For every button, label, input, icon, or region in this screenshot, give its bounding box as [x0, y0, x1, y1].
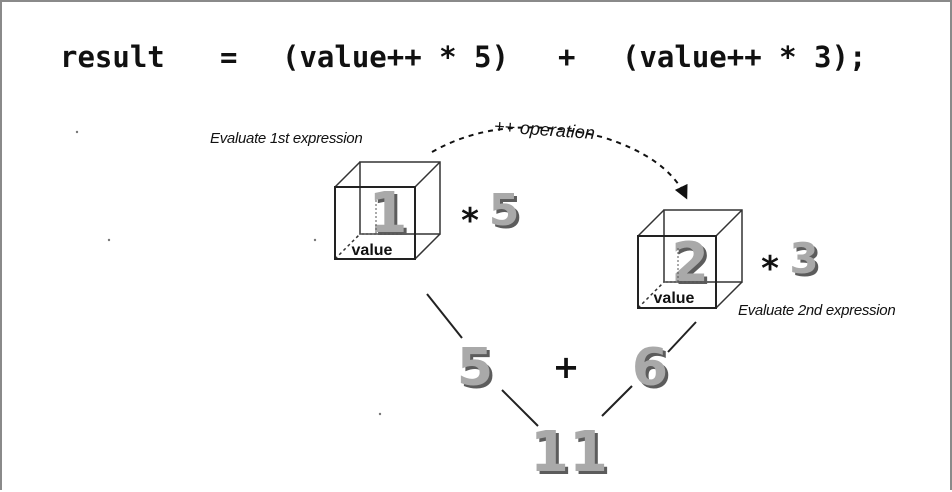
increment-arrow — [431, 126, 688, 200]
connector-left-to-total — [501, 389, 539, 427]
connector-right-to-total — [601, 385, 633, 417]
code-plus: + — [558, 40, 576, 74]
code-second-expression: (value++ * 3); — [622, 40, 867, 74]
note-evaluate-first: Evaluate 1st expression — [210, 130, 363, 147]
sum-right-shadow: 6 — [635, 341, 671, 401]
scan-speck — [75, 130, 79, 134]
sum-right-value: 6 — [632, 338, 668, 398]
total-value: 11 — [530, 420, 608, 485]
sum-left-value: 5 — [457, 338, 493, 398]
box2-value-label: value — [654, 290, 695, 307]
box2-multiplier-shadow: 3 — [792, 237, 821, 286]
sum-left-shadow: 5 — [460, 341, 496, 401]
value-box-1: 1 1 value — [334, 161, 441, 260]
scan-speck — [107, 238, 111, 242]
scan-speck — [313, 238, 317, 242]
box1-digit-shadow: 1 — [372, 184, 411, 249]
value-box-2: 2 2 value — [637, 209, 743, 309]
box1-multiplier: 5 — [489, 185, 520, 236]
sum-plus-operator: + — [553, 348, 580, 386]
code-result-var: result — [60, 40, 165, 74]
connector-box1-to-left — [426, 293, 463, 339]
code-statement: result = (value++ * 5) + (value++ * 3); — [60, 40, 866, 278]
box1-multiplier-shadow: 5 — [492, 188, 523, 239]
code-first-expression: (value++ * 5) — [282, 40, 509, 74]
box2-multiplier: 3 — [789, 234, 818, 283]
code-equals: = — [220, 40, 238, 74]
box2-multiply-operator: * — [761, 249, 779, 289]
total-shadow: 11 — [533, 423, 611, 488]
box2-digit: 2 — [671, 231, 709, 294]
box1-digit: 1 — [369, 181, 408, 246]
note-evaluate-second: Evaluate 2nd expression — [738, 302, 896, 319]
scan-speck — [378, 412, 382, 416]
box1-value-label: value — [352, 242, 393, 259]
box1-multiply-operator: * — [461, 201, 479, 241]
box2-digit-shadow: 2 — [674, 234, 712, 297]
connector-box2-to-right — [667, 321, 697, 353]
